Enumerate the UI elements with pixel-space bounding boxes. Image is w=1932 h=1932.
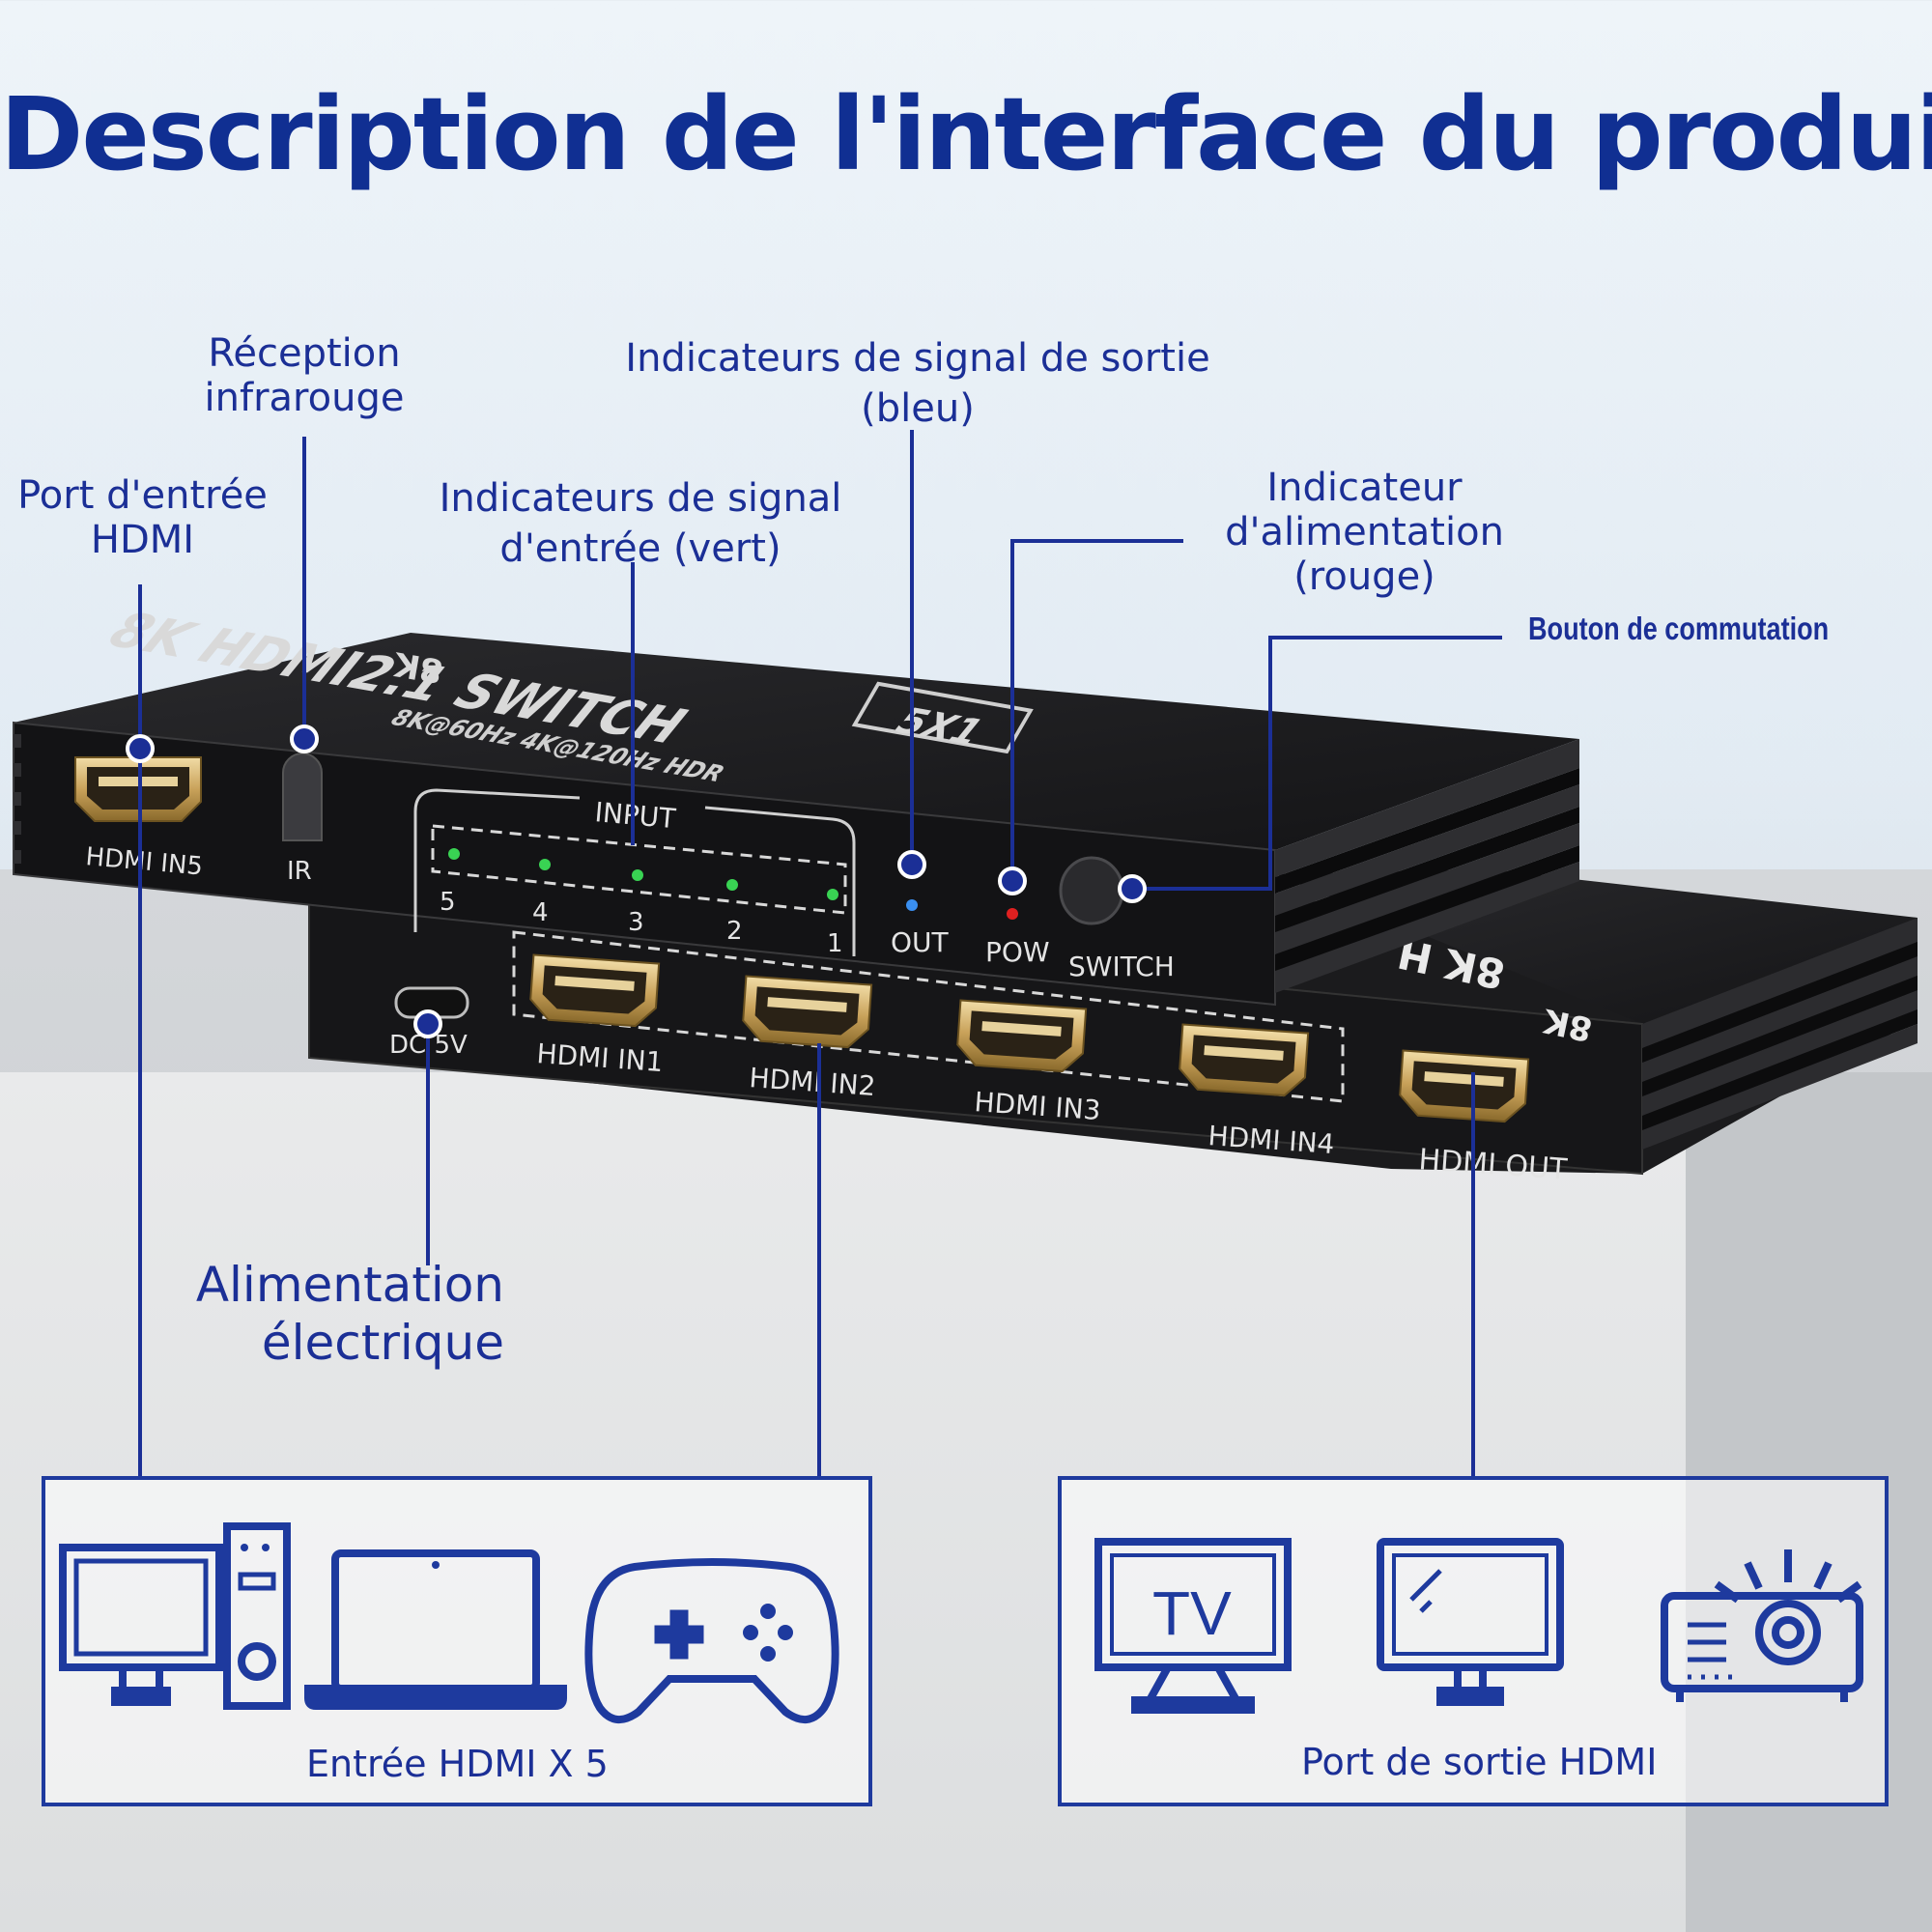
hdmi-out-port	[1397, 1049, 1530, 1124]
desktop-computer-icon	[59, 1522, 291, 1710]
hdmi-in2-port	[740, 975, 873, 1050]
label-input-indicators: Indicateurs de signal d'entrée (vert)	[423, 473, 858, 574]
ir-window	[282, 753, 323, 841]
gamepad-icon	[584, 1558, 839, 1723]
switch-label: SWITCH	[1068, 951, 1175, 982]
label-output-indicators-line2: (bleu)	[861, 386, 975, 431]
input-number-2: 2	[726, 917, 743, 946]
label-power-indicator-line1: Indicateur	[1266, 466, 1463, 510]
input-leds-frame	[431, 824, 847, 915]
dot-pow	[998, 867, 1027, 895]
hdmi-in4-port	[1177, 1023, 1310, 1098]
label-output-indicators-line1: Indicateurs de signal de sortie	[625, 336, 1210, 381]
label-hdmi-in: Port d'entrée HDMI	[10, 473, 275, 562]
led-pow	[1007, 908, 1018, 920]
device-badge: 8K	[390, 643, 446, 690]
label-hdmi-in-line2: HDMI	[90, 518, 195, 562]
input-number-5: 5	[440, 888, 456, 917]
dot-dc	[413, 1009, 442, 1038]
output-devices-box: TV Port de sortie HDMI	[1058, 1476, 1889, 1806]
label-power-supply: Alimentation électrique	[155, 1256, 504, 1372]
input-number-1: 1	[827, 929, 843, 958]
led-out	[906, 899, 918, 911]
label-power-indicator: Indicateur d'alimentation (rouge)	[1198, 466, 1531, 599]
hdmi-in1-port	[527, 953, 661, 1029]
monitor-icon	[1377, 1538, 1564, 1706]
label-switch-button: Bouton de commutation	[1528, 611, 1830, 646]
callout-dots	[126, 724, 1147, 1038]
front-device: 8K HDMI2.1 SWITCH 8K@60Hz 4K@120Hz HDR 5…	[13, 601, 1579, 1007]
ir-label: IR	[287, 857, 312, 886]
input-leds	[448, 848, 838, 900]
tv-icon	[1094, 1538, 1292, 1714]
switch-button[interactable]	[1059, 856, 1124, 925]
inputs-group-frame	[512, 930, 1345, 1103]
input-number-3: 3	[628, 908, 644, 937]
dot-out	[897, 850, 926, 879]
pow-label: POW	[985, 936, 1050, 968]
hdmi-in3-port	[954, 999, 1088, 1074]
label-ir-line2: infrarouge	[204, 376, 405, 420]
dot-ir	[290, 724, 319, 753]
out-label: OUT	[891, 926, 950, 958]
label-output-indicators: Indicateurs de signal de sortie (bleu)	[609, 333, 1227, 434]
input-box-caption: Entrée HDMI X 5	[306, 1743, 609, 1785]
projector-icon	[1661, 1549, 1863, 1702]
model-frame	[851, 681, 1034, 754]
label-power-indicator-line2: d'alimentation	[1225, 510, 1504, 554]
led-input-4	[539, 859, 551, 870]
tv-icon-text: TV	[1152, 1578, 1232, 1648]
dot-hdmi-in5	[126, 734, 155, 763]
label-ir-line1: Réception	[208, 331, 401, 376]
label-ir: Réception infrarouge	[193, 331, 415, 420]
label-power-indicator-line3: (rouge)	[1293, 554, 1435, 599]
laptop-icon	[304, 1549, 567, 1710]
led-input-3	[632, 869, 643, 881]
led-input-2	[726, 879, 738, 891]
input-label: INPUT	[593, 796, 677, 835]
input-number-4: 4	[532, 898, 549, 927]
input-devices-box: Entrée HDMI X 5	[42, 1476, 872, 1806]
label-power-supply-line2: électrique	[261, 1315, 504, 1371]
led-input-1	[827, 889, 838, 900]
callout-lines	[138, 430, 1502, 1478]
page-title: Description de l'interface du produit	[0, 75, 1932, 193]
input-devices-icons	[59, 1522, 839, 1723]
label-input-indicators-line1: Indicateurs de signal	[439, 476, 842, 521]
label-hdmi-in-line1: Port d'entrée	[17, 473, 268, 518]
dot-switch	[1118, 874, 1147, 903]
led-input-5	[448, 848, 460, 860]
input-frame	[413, 788, 856, 956]
output-devices-icons: TV	[1094, 1538, 1863, 1714]
label-power-supply-line1: Alimentation	[195, 1257, 504, 1313]
output-box-caption: Port de sortie HDMI	[1301, 1741, 1658, 1783]
label-input-indicators-line2: d'entrée (vert)	[499, 526, 781, 571]
